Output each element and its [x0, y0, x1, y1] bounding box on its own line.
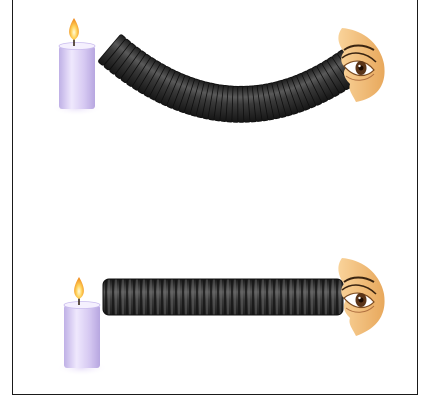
panel-top: [51, 18, 385, 122]
eye-bottom: [338, 258, 384, 336]
candle-bottom: [64, 277, 100, 368]
tube-bent: [98, 34, 364, 122]
eye-top: [338, 28, 384, 102]
candle-body: [59, 46, 95, 109]
candle-top: [59, 18, 95, 109]
tube-straight: [103, 279, 343, 315]
panel-bottom: [56, 258, 385, 376]
flame-icon: [74, 277, 84, 299]
candle-body: [64, 305, 100, 368]
flame-icon: [69, 18, 79, 40]
